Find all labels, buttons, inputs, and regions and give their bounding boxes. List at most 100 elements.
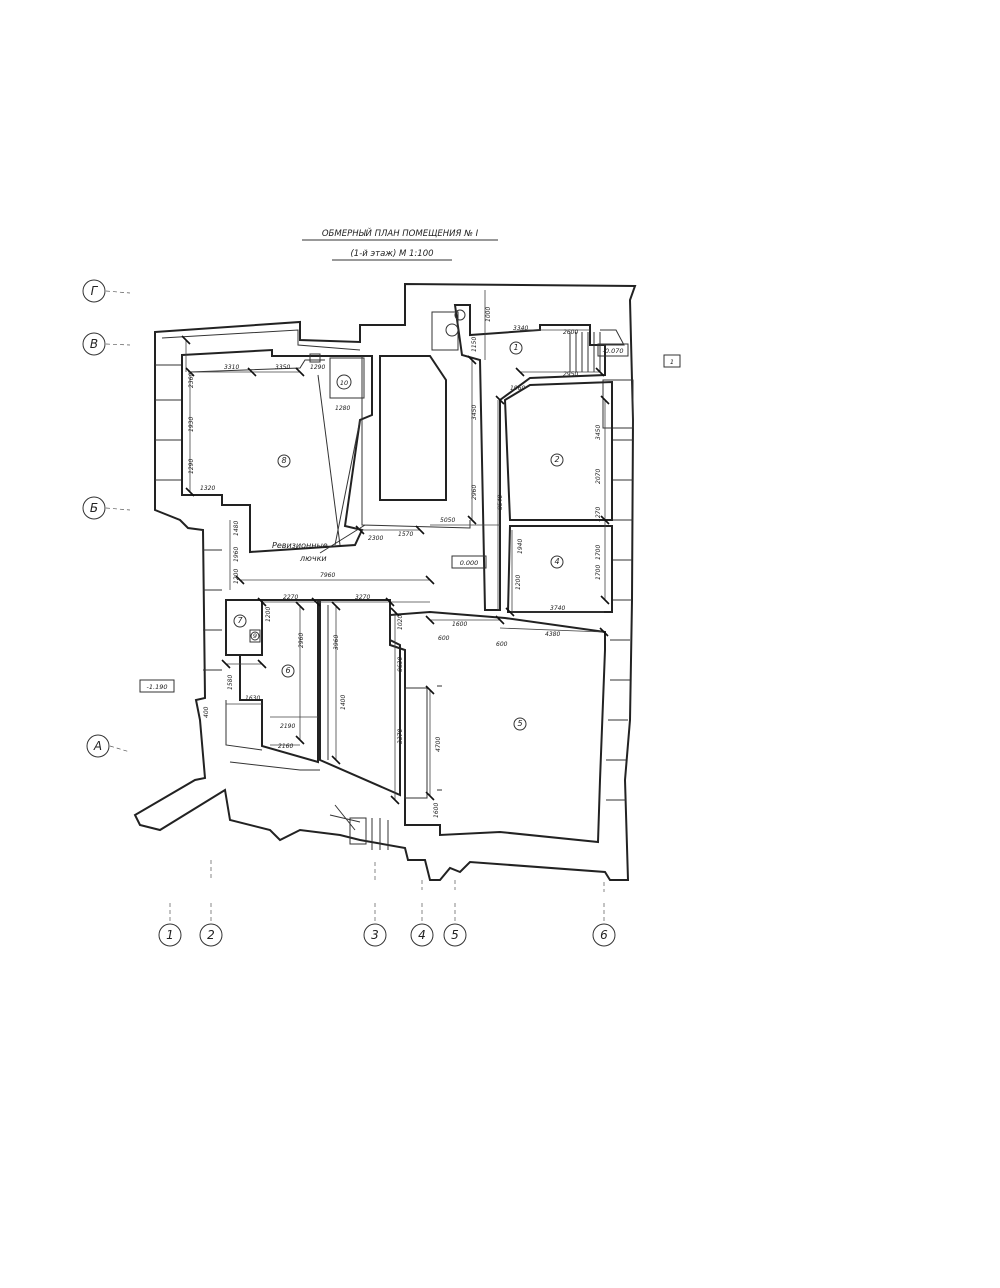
dimension-lines — [185, 290, 606, 800]
dimension-label: 1580 — [227, 675, 234, 690]
svg-text:-1.190: -1.190 — [147, 683, 168, 691]
dimension-texts: 3310 3350 1290 1280 2360 1930 1290 1320 … — [188, 307, 602, 818]
building-outline — [133, 282, 637, 881]
svg-text:0.000: 0.000 — [460, 559, 479, 567]
dimension-label: 1000 — [485, 307, 492, 322]
lower-corridor — [225, 700, 389, 850]
dimension-label: 1290 — [188, 459, 195, 474]
dimension-label: 8540 — [497, 495, 504, 510]
dimension-label: 2960 — [298, 633, 305, 648]
dimension-label: 1270 — [595, 507, 602, 522]
svg-text:2: 2 — [554, 455, 559, 464]
dimension-label: 7960 — [320, 572, 335, 579]
svg-text:В: В — [90, 337, 98, 351]
shaft — [361, 355, 471, 529]
axis-bubble-col-3: 3 — [363, 903, 387, 947]
dimension-label: 1280 — [335, 405, 350, 412]
axis-bubble-col-5: 5 — [443, 903, 467, 947]
level-mark-entrance: -0.070 — [597, 343, 629, 357]
room-7: 7 9 — [225, 599, 263, 656]
dimension-label: 1320 — [200, 485, 215, 492]
svg-text:4: 4 — [418, 928, 426, 942]
axis-bubble-row-v: В — [82, 332, 131, 356]
dimension-label: 1600 — [452, 621, 467, 628]
dimension-label: 1700 — [595, 545, 602, 560]
dimension-label: 1600 — [433, 803, 440, 818]
svg-text:1: 1 — [670, 358, 674, 366]
dimension-label: 2270 — [283, 594, 298, 601]
level-mark-left: -1.190 — [139, 679, 175, 693]
dimension-label: 1630 — [245, 695, 260, 702]
dimension-label: 4700 — [435, 737, 442, 752]
dimension-label: 1960 — [510, 385, 525, 392]
axis-bubble-col-1: 1 — [158, 903, 182, 947]
svg-text:6: 6 — [285, 666, 290, 675]
dimension-label: 3270 — [355, 594, 370, 601]
dimension-label: 1150 — [471, 337, 478, 352]
dimension-label: 1960 — [233, 547, 240, 562]
level-mark-main: 0.000 — [451, 555, 487, 569]
dimension-label: 2960 — [471, 485, 478, 500]
room-3 — [319, 599, 401, 797]
stair — [569, 329, 625, 372]
svg-text:6: 6 — [600, 928, 608, 942]
svg-text:Г: Г — [91, 284, 99, 298]
dimension-label: 5050 — [440, 517, 455, 524]
room-5: 5 — [389, 610, 606, 844]
dimension-label: 1290 — [310, 364, 325, 371]
dimension-label: 3960 — [333, 635, 340, 650]
svg-text:7: 7 — [237, 616, 243, 625]
svg-text:А: А — [93, 739, 102, 753]
dimension-label: 3340 — [513, 325, 528, 332]
dimension-label: 1200 — [265, 607, 272, 622]
plan-title: ОБМЕРНЫЙ ПЛАН ПОМЕЩЕНИЯ № I (1-й этаж) М… — [302, 227, 498, 261]
dimension-label: 1200 — [515, 575, 522, 590]
svg-text:4: 4 — [554, 557, 559, 566]
dimension-label: 3450 — [471, 405, 478, 420]
note-line1: Ревизионные — [272, 541, 328, 550]
toilet-block: 10 — [309, 353, 365, 399]
axis-bubble-row-g: Г — [82, 279, 131, 303]
dimension-label: 4380 — [545, 631, 560, 638]
svg-text:8: 8 — [281, 456, 286, 465]
dimension-label: 1940 — [517, 539, 524, 554]
room-4: 4 — [506, 525, 613, 613]
axis-leaders-bottom — [210, 860, 605, 892]
svg-text:1: 1 — [513, 343, 518, 352]
dimension-label: 3370 — [397, 729, 404, 744]
dimension-ticks — [181, 335, 610, 805]
dimension-label: 2070 — [595, 469, 602, 484]
room-2: 2 — [503, 380, 613, 521]
note-line2: лючки — [299, 554, 327, 563]
room-1: 1 — [431, 304, 625, 611]
dimension-label: 3350 — [275, 364, 290, 371]
axis-bubble-col-4: 4 — [410, 903, 434, 947]
dimension-label: 1200 — [233, 569, 240, 584]
dimension-label: 2190 — [280, 723, 295, 730]
dimension-label: 2300 — [368, 535, 383, 542]
dimension-label: 1570 — [398, 531, 413, 538]
svg-text:-0.070: -0.070 — [603, 347, 624, 355]
dimension-label: 3310 — [224, 364, 239, 371]
dimension-label: 400 — [203, 706, 210, 718]
note-inspection-hatches: Ревизионные лючки — [272, 524, 366, 563]
dimension-label: 2160 — [278, 743, 293, 750]
dimension-label: 3740 — [550, 605, 565, 612]
dimension-label: 1700 — [595, 565, 602, 580]
svg-text:5: 5 — [451, 928, 459, 942]
dimension-label: 1480 — [233, 521, 240, 536]
dimension-label: 600 — [438, 635, 450, 642]
dimension-label: 1930 — [188, 417, 195, 432]
svg-text:5: 5 — [517, 719, 522, 728]
axis-bubble-row-a: А — [86, 734, 131, 758]
dimension-label: 1020 — [397, 615, 404, 630]
svg-text:9: 9 — [253, 632, 257, 640]
axis-bubble-col-2: 2 — [199, 903, 223, 947]
dimension-label: 2950 — [563, 371, 578, 378]
dimension-label: 3450 — [595, 425, 602, 440]
dimension-label: 1400 — [340, 695, 347, 710]
dimension-label: 2600 — [563, 329, 578, 336]
plan-title-line2: (1-й этаж) М 1:100 — [350, 249, 433, 259]
dimension-label: 2360 — [188, 373, 195, 388]
